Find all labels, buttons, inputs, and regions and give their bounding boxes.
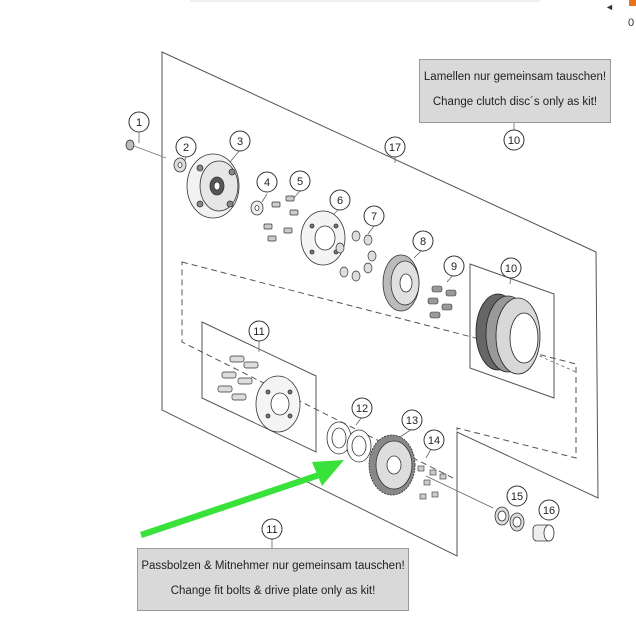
callout-7: 7 [371, 211, 377, 223]
callout-11: 11 [253, 326, 264, 338]
part-11-fit-bolts-icon [217, 355, 259, 401]
callout-1: 1 [136, 117, 142, 129]
part-16-sleeve-icon [532, 524, 555, 542]
part-3-pressure-plate-icon [186, 153, 240, 219]
left-arrow-icon[interactable]: ◄ [605, 2, 614, 12]
callout-4: 4 [264, 177, 270, 189]
kit-outline-11 [201, 321, 317, 453]
part-8-inner-hub-icon [382, 254, 420, 312]
part-1-screw-icon [125, 139, 167, 159]
kit-outline-10 [469, 263, 555, 399]
part-5-bolts-icon [263, 195, 299, 242]
callout-12: 12 [356, 403, 368, 415]
part-2-washer-icon [173, 157, 187, 173]
callout-8: 8 [420, 236, 426, 248]
part-6-spring-plate-icon [300, 210, 346, 266]
top-divider [190, 0, 540, 2]
callout-13: 13 [406, 415, 418, 427]
part-12-washers-icon [326, 421, 372, 463]
corner-nav: ◄ 0 [600, 0, 636, 30]
callout-numbers: 1 2 3 4 5 6 7 8 9 10 10 11 11 12 13 14 1… [136, 117, 555, 536]
part-11-drive-plate-icon [255, 375, 301, 433]
callout-6: 6 [337, 195, 343, 207]
callout-16: 16 [543, 505, 555, 517]
callout-3: 3 [237, 136, 243, 148]
note-fit-bolts-english: Change fit bolts & drive plate only as k… [170, 584, 376, 597]
orange-flag-icon [629, 0, 636, 6]
part-14-bolts-icon [417, 465, 447, 500]
part-10-clutch-discs-icon [475, 293, 541, 375]
part-4-washer-icon [250, 200, 264, 216]
callout-14: 14 [428, 435, 440, 447]
callout-17: 17 [389, 142, 401, 154]
dashed-group-outline [181, 261, 577, 481]
note-clutch-discs: Lamellen nur gemeinsam tauschen! Change … [419, 59, 611, 123]
callout-circles [128, 111, 560, 540]
callout-9: 9 [451, 261, 457, 273]
corner-count: 0 [628, 17, 635, 29]
note-clutch-discs-english: Change clutch disc´s only as kit! [432, 95, 598, 108]
callout-10-top: 10 [508, 135, 520, 147]
part-15-bushings-icon [494, 506, 525, 532]
callout-11-bottom: 11 [266, 524, 277, 536]
callout-2: 2 [183, 142, 189, 154]
note-fit-bolts-german: Passbolzen & Mitnehmer nur gemeinsam tau… [141, 560, 405, 572]
note-fit-bolts: Passbolzen & Mitnehmer nur gemeinsam tau… [137, 548, 409, 611]
kit-outline-17 [161, 51, 599, 557]
callout-10: 10 [505, 263, 517, 275]
part-9-springs-icon [427, 285, 457, 319]
callout-15: 15 [511, 491, 523, 503]
note-clutch-discs-german: Lamellen nur gemeinsam tauschen! [423, 71, 607, 83]
part-7-pins-icon [335, 230, 377, 282]
part-13-gear-icon [368, 434, 416, 496]
green-pointer-arrow [140, 460, 344, 538]
callout-5: 5 [297, 176, 303, 188]
